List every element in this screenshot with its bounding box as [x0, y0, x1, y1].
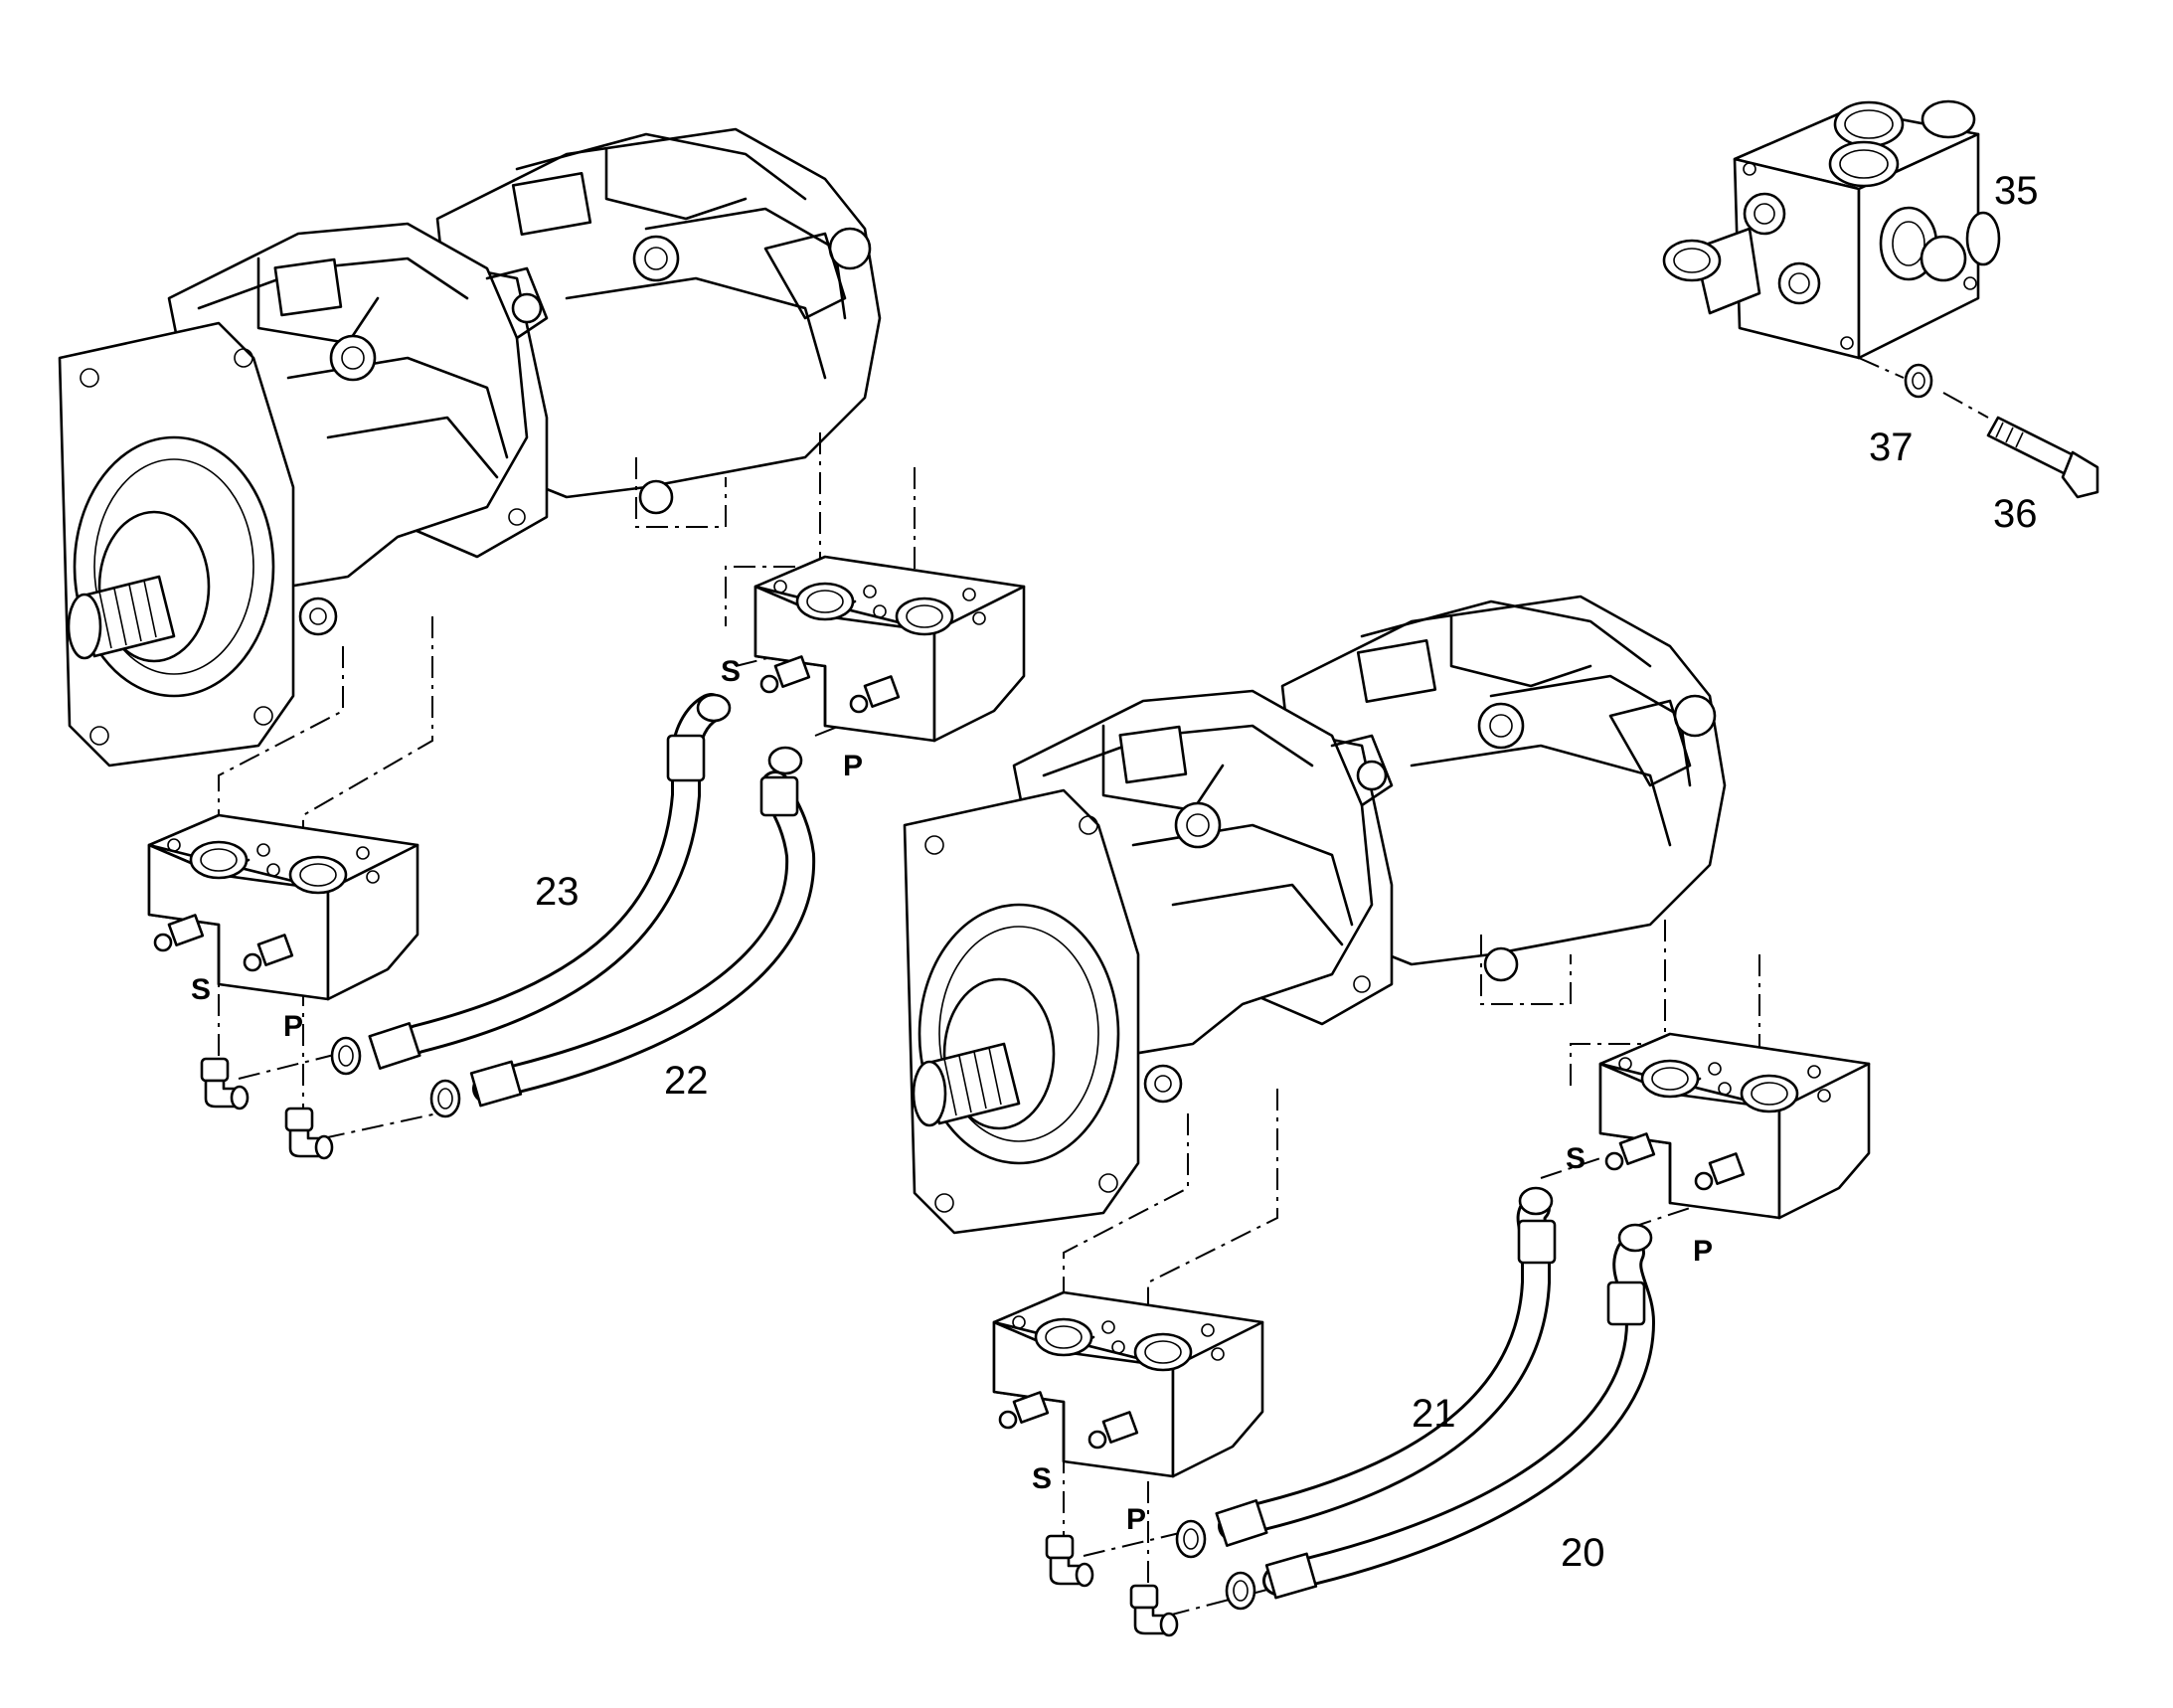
callout-36: 36 — [1993, 492, 2038, 536]
port-label-p: P — [283, 1010, 303, 1043]
elbow-fitting — [284, 1107, 334, 1160]
hose-23 — [330, 693, 732, 1076]
hose-20 — [1225, 1223, 1655, 1611]
tandem-pump-upper — [58, 127, 882, 768]
elbow-fitting — [200, 1057, 250, 1110]
mounting-block-lower-left — [992, 1290, 1264, 1478]
callout-35: 35 — [1994, 169, 2039, 213]
tandem-pump-lower — [903, 595, 1727, 1235]
hose-22 — [429, 746, 816, 1118]
port-label-p: P — [1693, 1235, 1713, 1268]
port-label-p: P — [1126, 1503, 1146, 1536]
callout-23: 23 — [535, 870, 580, 914]
callout-22: 22 — [664, 1059, 709, 1103]
callout-21: 21 — [1412, 1392, 1456, 1436]
mounting-block-upper-left — [147, 813, 419, 1001]
mounting-block-upper-right — [753, 555, 1026, 743]
elbow-fitting — [1045, 1534, 1094, 1588]
bolt-36 — [1986, 416, 2099, 499]
port-label-s: S — [191, 973, 211, 1006]
callout-37: 37 — [1869, 426, 1914, 469]
mounting-block-lower-right — [1598, 1032, 1871, 1220]
hose-21 — [1175, 1186, 1557, 1559]
washer-37 — [1904, 363, 1933, 399]
leader-lines-valve — [1858, 357, 1989, 419]
port-label-s: S — [1566, 1142, 1586, 1175]
valve-block-35 — [1662, 99, 2001, 360]
port-label-p: P — [843, 750, 863, 782]
port-label-s: S — [1032, 1462, 1052, 1495]
port-label-s: S — [721, 655, 741, 688]
elbow-fitting — [1129, 1584, 1179, 1637]
callout-20: 20 — [1561, 1531, 1605, 1575]
